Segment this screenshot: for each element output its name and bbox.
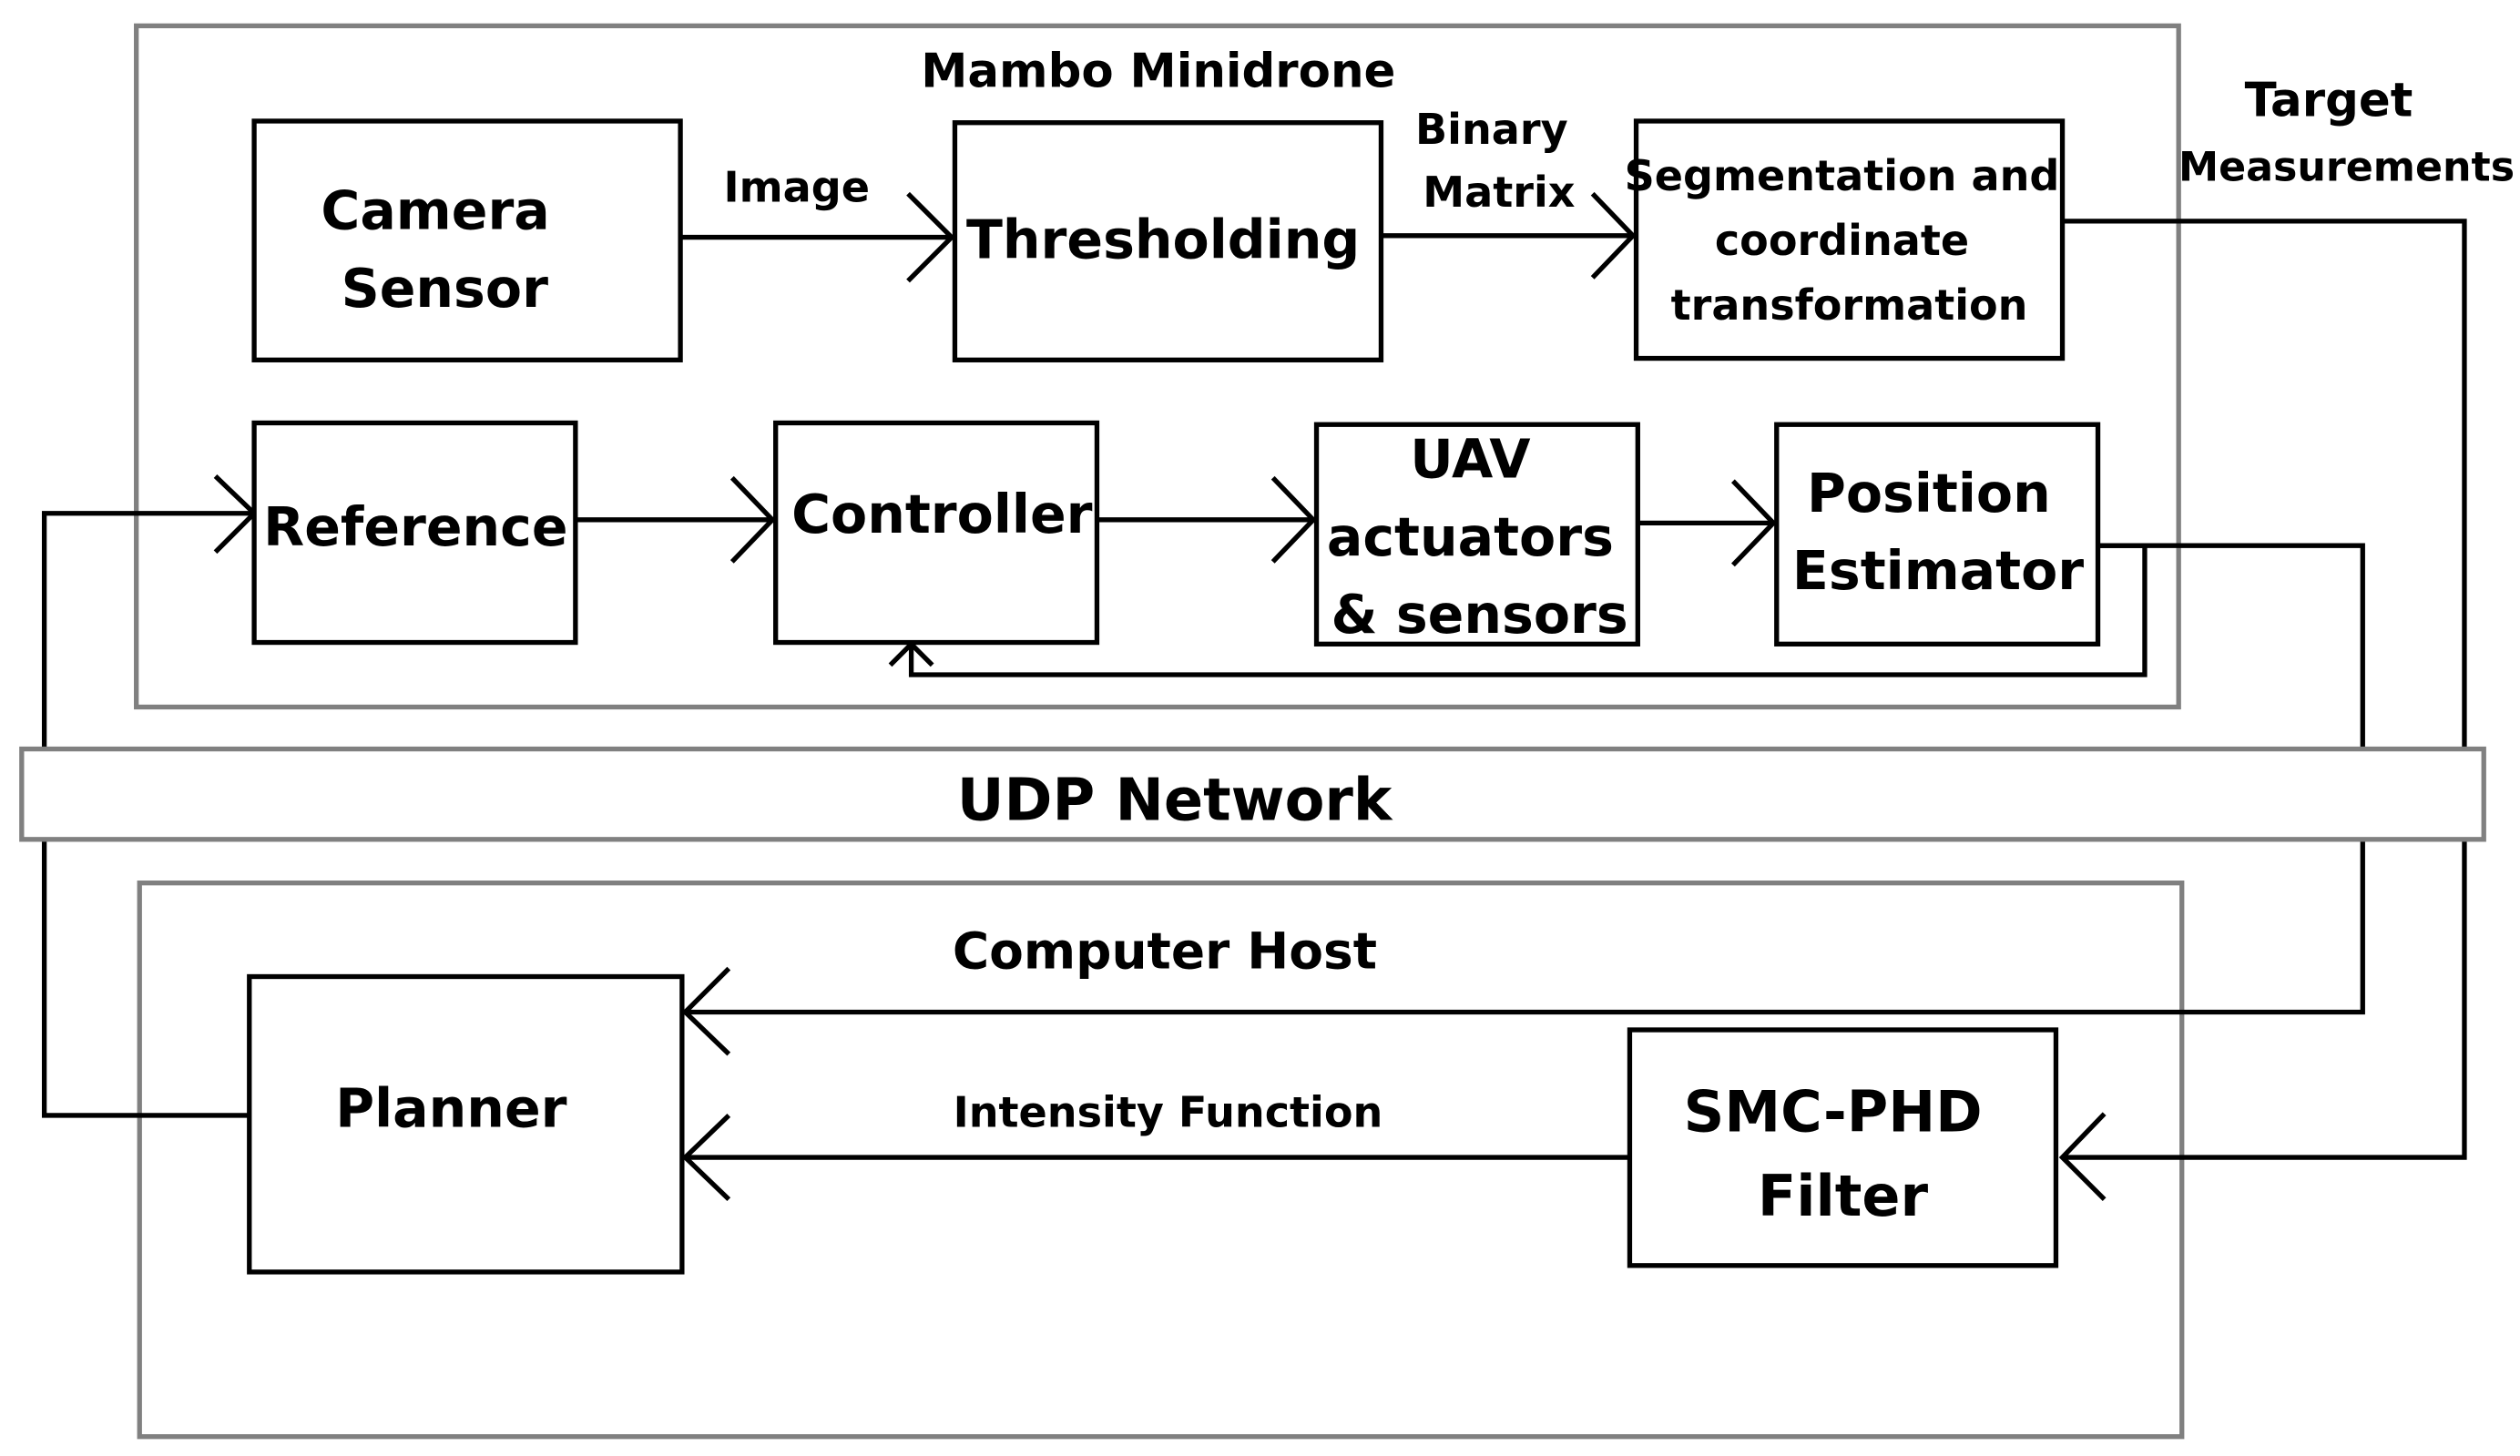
- uav-block: [1313, 422, 1640, 647]
- row2-arrows: [575, 475, 2148, 677]
- row1-arrows: [680, 191, 1637, 283]
- arrowhead-controller: [729, 475, 776, 564]
- arrowhead-seg: [1590, 191, 1637, 280]
- segmentation-label: Segmentation and coordinate transformati…: [1625, 151, 2075, 330]
- arrowhead-planner-top: [681, 966, 731, 1056]
- controller-block: [773, 420, 1100, 646]
- binary-matrix-label: Binary Matrix: [1415, 105, 1583, 217]
- arrowhead-planner-bottom: [681, 1114, 731, 1202]
- drone-title: Mambo Minidrone: [921, 45, 1395, 99]
- smc-phd-label: SMC-PHD Filter: [1684, 1079, 2003, 1229]
- position-estimator-label: Position Estimator: [1792, 463, 2084, 602]
- intensity-arrow: [681, 1114, 1630, 1202]
- arrowhead-uav: [1270, 475, 1317, 564]
- intensity-function-label: Intensity Function: [954, 1087, 1383, 1136]
- thresholding-block: [952, 120, 1384, 362]
- image-edge-label: Image: [723, 163, 870, 212]
- planner-block: [247, 973, 685, 1275]
- edge-target-measurements: [2062, 219, 2467, 1160]
- reference-label: Reference: [263, 496, 567, 558]
- uav-label: UAV actuators & sensors: [1327, 429, 1632, 646]
- arrowhead-feedback: [888, 640, 934, 667]
- arrowhead-position: [1730, 479, 1777, 567]
- camera-sensor-block: [251, 118, 683, 362]
- drone-container: [134, 23, 2181, 710]
- udp-network-label: UDP Network: [957, 768, 1393, 835]
- edge-feedback: [908, 543, 2148, 677]
- segmentation-block: [1633, 118, 2066, 361]
- thresholding-label: Thresholding: [966, 209, 1360, 271]
- reference-block: [251, 420, 578, 646]
- controller-label: Controller: [791, 484, 1093, 545]
- target-measurements-label: Target Measurements: [2178, 74, 2515, 191]
- planner-label: Planner: [335, 1077, 566, 1139]
- arrowhead-threshold: [906, 191, 955, 283]
- udp-network-band: [19, 746, 2486, 842]
- host-title: Computer Host: [953, 922, 1377, 981]
- position-estimator-block: [1774, 422, 2101, 647]
- arrowhead-smc: [2058, 1112, 2107, 1202]
- smc-phd-block: [1627, 1027, 2059, 1268]
- camera-sensor-label: Camera Sensor: [321, 180, 568, 320]
